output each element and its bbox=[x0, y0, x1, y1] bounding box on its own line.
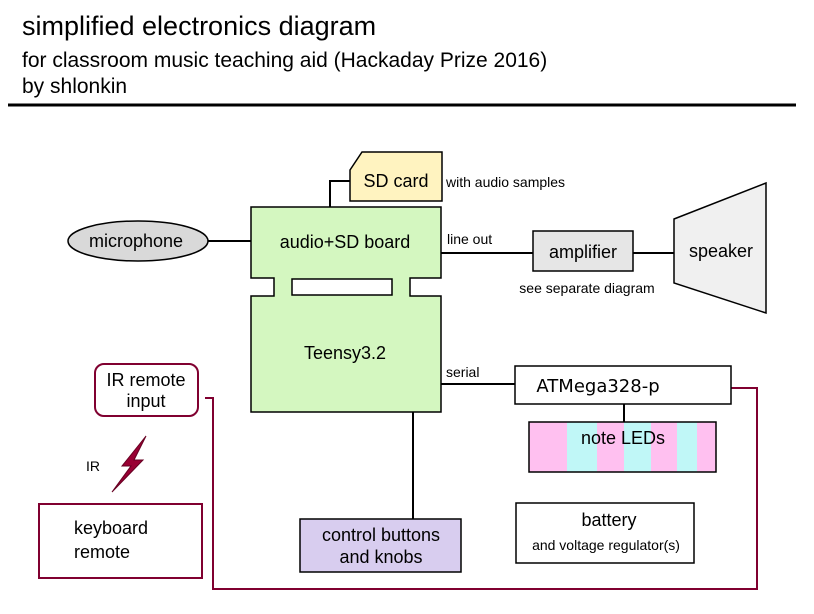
controls-box bbox=[299, 518, 462, 573]
speaker-label: speaker bbox=[689, 241, 753, 261]
diagram-title: simplified electronics diagram bbox=[22, 11, 376, 41]
led-segment bbox=[651, 422, 677, 472]
amplifier-box bbox=[532, 230, 634, 272]
ir-input-label-line2: input bbox=[126, 391, 165, 411]
note-leds-strip bbox=[528, 421, 717, 473]
controls-label-line1: control buttons bbox=[322, 525, 440, 545]
led-segment bbox=[697, 422, 716, 472]
led-segment bbox=[677, 422, 697, 472]
microphone-shape bbox=[67, 220, 209, 262]
battery-label-line2: and voltage regulator(s) bbox=[532, 537, 680, 553]
controls-label-line2: and knobs bbox=[339, 547, 422, 567]
led-segment bbox=[597, 422, 624, 472]
amplifier-label: amplifier bbox=[549, 242, 617, 262]
ir-signal-connector bbox=[205, 387, 758, 590]
serial-label: serial bbox=[446, 364, 479, 380]
led-segment bbox=[624, 422, 651, 472]
sd-card-label: SD card bbox=[363, 171, 428, 191]
sd-card-shape bbox=[349, 151, 443, 202]
ir-label: IR bbox=[86, 458, 100, 474]
atmega-label: ATMega328-p bbox=[536, 376, 659, 397]
microphone-label: microphone bbox=[89, 231, 183, 251]
ir-lightning-icon bbox=[111, 435, 147, 493]
sd-connector bbox=[329, 180, 350, 207]
line-out-label: line out bbox=[447, 231, 492, 247]
audio-board-label: audio+SD board bbox=[280, 232, 411, 252]
battery-box bbox=[515, 502, 695, 564]
battery-label-line1: battery bbox=[581, 510, 636, 530]
diagram-subtitle: for classroom music teaching aid (Hackad… bbox=[22, 49, 547, 72]
note-leds-label: note LEDs bbox=[581, 428, 665, 448]
note-leds-outline bbox=[528, 421, 717, 473]
amplifier-note: see separate diagram bbox=[519, 280, 654, 296]
teensy-label: Teensy3.2 bbox=[304, 343, 386, 363]
led-segment bbox=[567, 422, 597, 472]
keyboard-remote-box bbox=[38, 503, 203, 579]
keyboard-remote-label-line2: remote bbox=[74, 542, 130, 562]
ir-input-label-line1: IR remote bbox=[106, 370, 185, 390]
keyboard-remote-label-line1: keyboard bbox=[74, 518, 148, 538]
board-stack-shape bbox=[250, 206, 442, 413]
board-header-slot bbox=[291, 278, 393, 296]
diagram-author: by shlonkin bbox=[22, 75, 127, 98]
speaker-shape bbox=[673, 181, 767, 315]
ir-input-box bbox=[94, 363, 199, 417]
led-segment bbox=[529, 422, 567, 472]
sd-card-note: with audio samples bbox=[445, 174, 565, 190]
connections bbox=[208, 180, 674, 519]
atmega-box bbox=[514, 365, 732, 405]
